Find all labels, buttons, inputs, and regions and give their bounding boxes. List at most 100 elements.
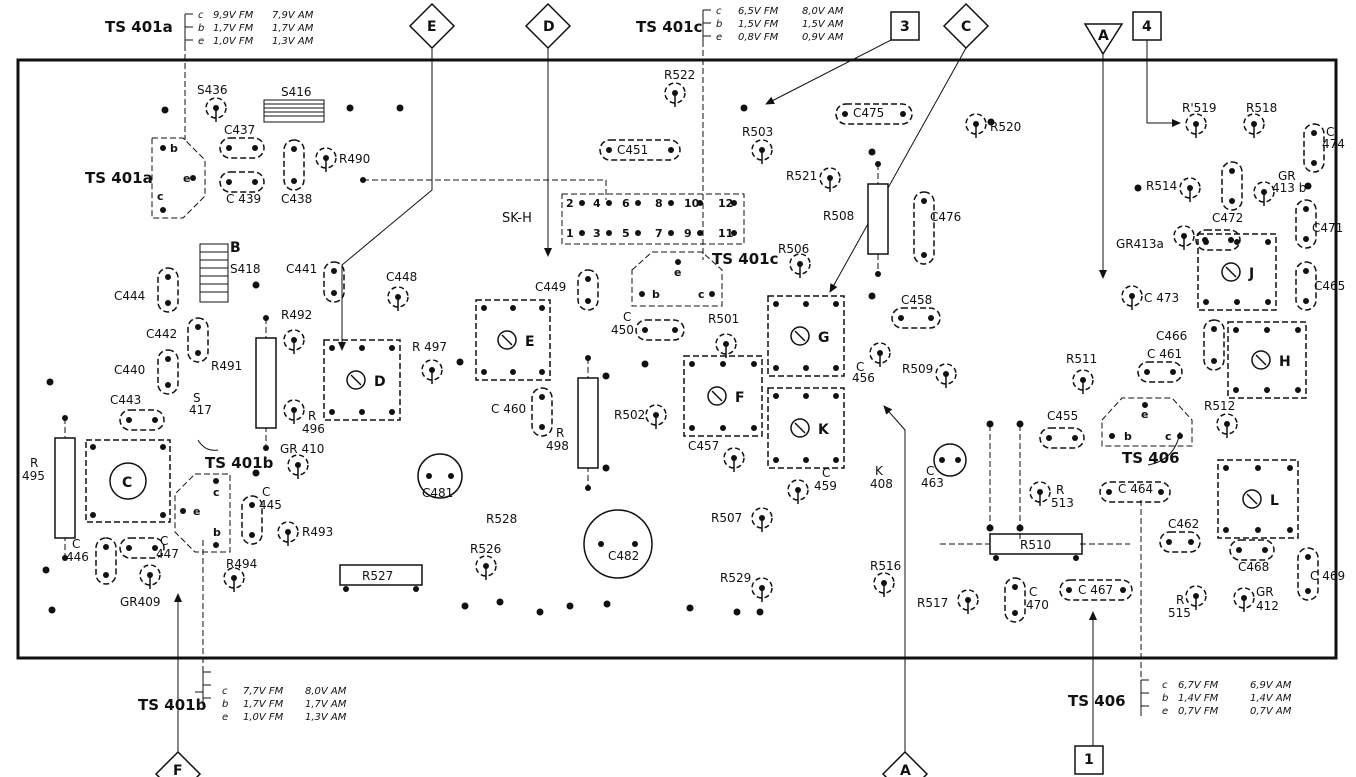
component-footprint [219,137,265,159]
ts401a-voltage-table: TS 401a c 9,9V FM 7,9V AM b 1,7V FM 1,7V… [105,10,314,140]
component-footprint [1059,579,1133,601]
connector-pin: 5 [622,227,630,240]
component-label: 470 [1026,598,1049,612]
solder-pad [46,378,54,386]
component-footprint [599,139,681,161]
component-label: R [308,409,316,423]
connector-pad [635,230,641,236]
component-footprint [715,333,737,358]
coil-k: K [767,387,845,469]
component-label: C475 [853,106,884,120]
component-label: C [1029,585,1037,599]
component-label: 456 [852,371,875,385]
component-footprint [891,307,941,329]
component-footprint [1099,481,1171,503]
component-label: C [822,466,830,480]
svg-text:c: c [1165,430,1172,443]
svg-text:C: C [961,19,971,35]
component-label: C 467 [1078,583,1113,597]
svg-text:F: F [173,763,183,777]
connector-pad [668,230,674,236]
ts401c-e-am: 0,9V AM [802,32,844,43]
component-label: R 497 [412,340,447,354]
component-footprint [95,537,117,585]
component-footprint [323,261,345,303]
ts401c-b-am: 1,5V AM [802,19,844,30]
svg-text:c: c [157,190,164,203]
svg-text:4: 4 [1142,19,1152,35]
connector-pad [731,200,737,206]
ts401b-b-fm: 1,7V FM [243,699,284,710]
component-label: C443 [110,393,141,407]
solder-pad [602,464,610,472]
component-label: R [1176,593,1184,607]
solder-pad [252,469,260,477]
transistor-ts401a: b e c TS 401a [85,137,206,219]
solder-pad [346,104,354,112]
component-label: C476 [930,210,961,224]
svg-text:e: e [674,266,681,279]
ts406-board-label: TS 406 [1122,449,1180,467]
component-label: R522 [664,68,695,82]
component-label: GR [1278,169,1296,183]
solder-pad [602,372,610,380]
solder-pad [686,604,694,612]
svg-text:F: F [735,390,745,406]
component-label: R521 [786,169,817,183]
component-label: 459 [814,479,837,493]
component-label: C 473 [1144,291,1179,305]
component-label: 474 [1322,137,1345,151]
component-label: 408 [870,477,893,491]
component-footprint [1303,123,1325,173]
component-label: C455 [1047,409,1078,423]
transistor-ts406: e b c TS 406 [1101,397,1193,467]
component-footprint [339,564,423,592]
svg-text:b: b [213,526,221,539]
connector-pin: 6 [622,197,630,210]
component-footprint [935,363,957,388]
solder-pad [48,606,56,614]
connector-pad [668,200,674,206]
ts406-title: TS 406 [1068,692,1126,710]
component-footprint [1229,539,1275,561]
component-footprint [645,404,667,429]
connector-pin: 4 [593,197,601,210]
component-label: R516 [870,559,901,573]
component-footprint [1159,531,1201,553]
connector-pin: 7 [655,227,663,240]
transistor-ts401b: c e b TS 401b [174,454,274,553]
svg-text:A: A [900,763,911,777]
connector-pad [606,230,612,236]
solder-pad [456,358,464,366]
component-footprint [119,537,165,559]
component-label: R493 [302,525,333,539]
component-footprint [583,509,653,579]
component-footprint [957,589,979,614]
component-label: GR413a [1116,237,1164,251]
component-footprint [241,495,263,545]
solder-pad [396,104,404,112]
ts401b-voltage-table: TS 401b c 7,7V FM 8,0V AM b 1,7V FM 1,7V… [138,540,347,723]
solder-pad [496,598,504,606]
component-footprint [1004,577,1026,623]
component-footprint [1137,361,1183,383]
ts401c-pin-c: c [716,6,722,17]
component-label: R491 [211,359,242,373]
connector-pad [697,230,703,236]
svg-text:b: b [170,142,178,155]
solder-pad [1134,184,1142,192]
connector-pin: 10 [684,197,700,210]
svg-text:C: C [122,475,132,491]
square-marker-3: 3 [765,11,920,105]
component-footprint [869,342,891,367]
component-footprint [723,447,745,472]
component-footprint [421,359,443,384]
ts406-e-am: 0,7V AM [1250,706,1292,717]
ts401b-e-fm: 1,0V FM [243,712,284,723]
component-label: C440 [114,363,145,377]
triangle-marker-a: A [1083,23,1124,279]
component-label: R [30,456,38,470]
component-footprint [54,415,76,561]
component-footprint [531,387,553,437]
